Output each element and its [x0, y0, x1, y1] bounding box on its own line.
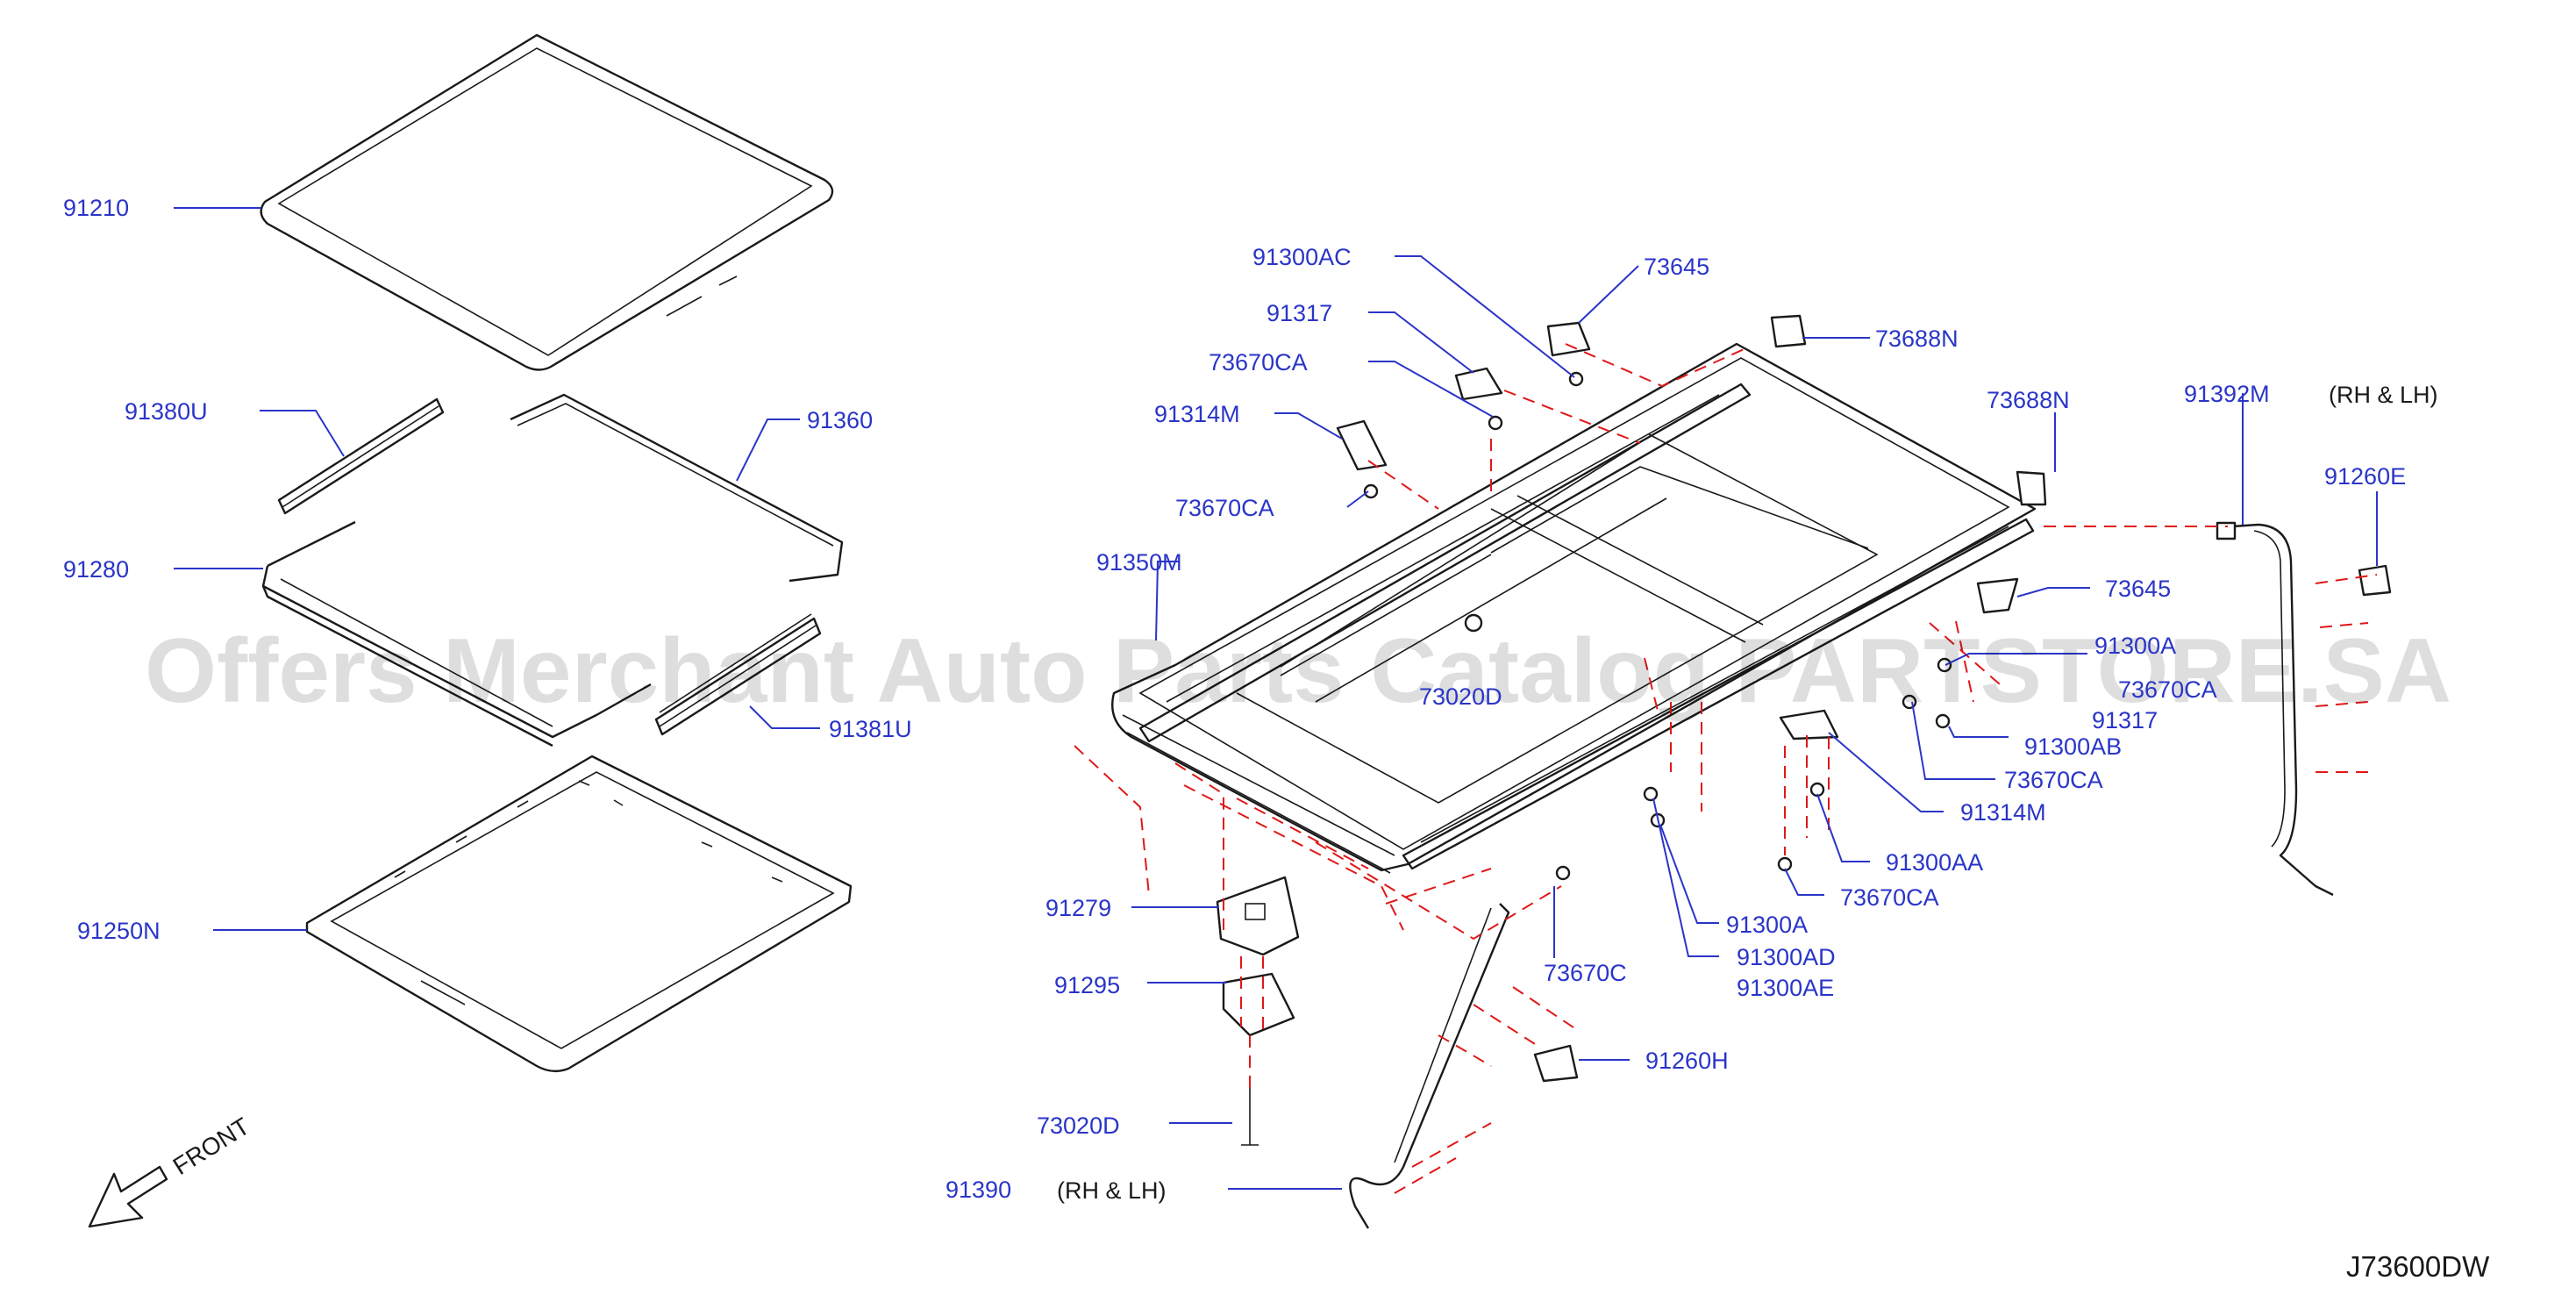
label-73670CA-low: 73670CA — [1840, 884, 1939, 911]
qualifier-91390: (RH & LH) — [1057, 1177, 1167, 1204]
label-73670CA-mid: 73670CA — [2004, 767, 2103, 793]
part-91381U-strip — [654, 613, 822, 736]
part-91280-weatherstrip — [261, 520, 652, 748]
label-91300AE: 91300AE — [1737, 975, 1834, 1001]
label-73020D-partial: 73020D — [1419, 683, 1502, 710]
label-91300AB: 91300AB — [2024, 733, 2122, 760]
label-73688N-top: 73688N — [1875, 326, 1959, 352]
part-91250N-sunshade — [305, 755, 853, 1073]
label-91280: 91280 — [63, 556, 129, 583]
label-91295: 91295 — [1054, 972, 1120, 998]
label-91260H: 91260H — [1645, 1048, 1729, 1074]
label-91300AA: 91300AA — [1886, 849, 1983, 876]
label-73670C: 73670C — [1544, 960, 1627, 986]
part-91360-seal — [510, 393, 844, 583]
label-91390: 91390 — [945, 1177, 1011, 1203]
label-91317-right: 91317 — [2092, 707, 2158, 733]
dashed-assembly-guides — [1074, 343, 2378, 1194]
front-arrow-icon — [88, 1165, 168, 1228]
part-91210-glass-lid — [260, 33, 834, 371]
label-91314M-right: 91314M — [1960, 799, 2046, 826]
part-91380U-strip — [277, 397, 445, 515]
label-91300AD: 91300AD — [1737, 944, 1836, 970]
label-91392M: 91392M — [2184, 381, 2270, 407]
label-91300AC: 91300AC — [1252, 244, 1352, 270]
label-91317-top: 91317 — [1267, 300, 1332, 326]
label-91381U: 91381U — [829, 716, 912, 742]
label-73670CA-left: 73670CA — [1175, 495, 1274, 521]
label-91350M: 91350M — [1096, 549, 1182, 576]
part-91392M-drain-hose — [2216, 521, 2334, 897]
label-91300A-partial: 91300A — [2094, 633, 2176, 659]
part-91390-drain-hose — [1349, 903, 1510, 1229]
diagram-code: J73600DW — [2346, 1250, 2490, 1283]
label-91314M-top: 91314M — [1154, 401, 1240, 427]
label-91279: 91279 — [1045, 895, 1111, 921]
label-91210: 91210 — [63, 195, 129, 221]
label-91380U: 91380U — [125, 398, 208, 425]
label-91300A: 91300A — [1726, 912, 1808, 938]
callout-labels: 91210 91380U 91360 91280 91381U 91250N 9… — [63, 195, 2438, 1204]
callout-leaders — [174, 207, 2378, 1190]
label-73688N-right: 73688N — [1987, 387, 2070, 413]
label-73645-right: 73645 — [2105, 576, 2171, 602]
label-91250N: 91250N — [77, 918, 161, 944]
part-sunroof-frame — [1111, 342, 2037, 874]
watermark-text: Offers Merchant Auto Parts Catalog PARTS… — [145, 620, 2451, 722]
label-73670CA-top: 73670CA — [1209, 349, 1308, 376]
label-91360: 91360 — [807, 407, 873, 433]
label-73645-top: 73645 — [1644, 254, 1709, 280]
label-91260E: 91260E — [2324, 463, 2406, 490]
part-small-hardware — [1216, 314, 2392, 1146]
front-label: FRONT — [168, 1112, 254, 1180]
label-73020D: 73020D — [1037, 1112, 1120, 1139]
label-73670CA-partial: 73670CA — [2118, 676, 2217, 703]
qualifier-91392M: (RH & LH) — [2329, 382, 2438, 408]
